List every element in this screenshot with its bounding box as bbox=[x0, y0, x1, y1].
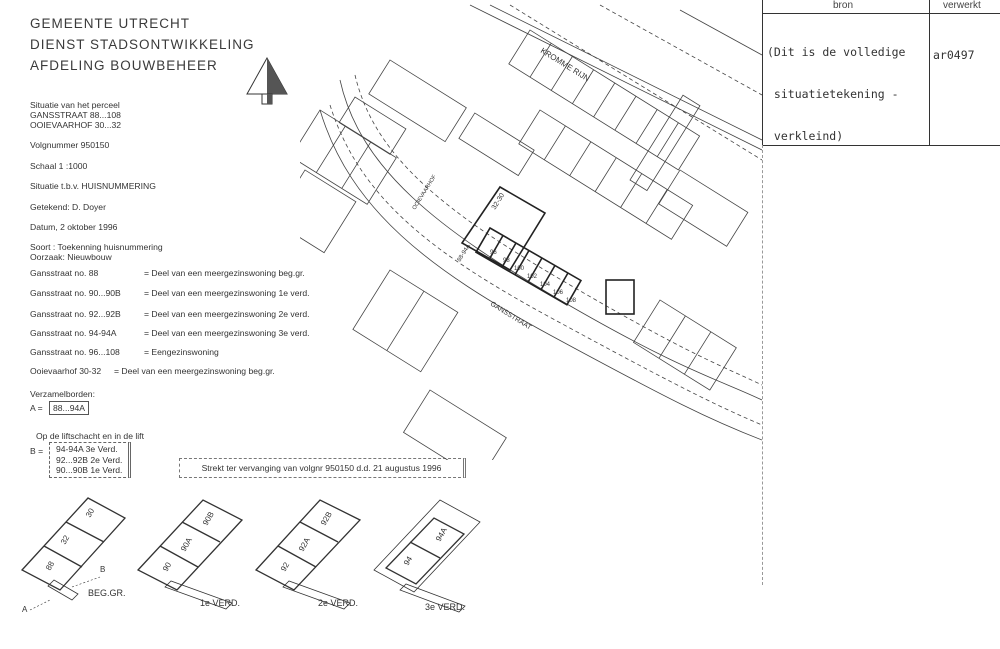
floorplan-3e-verd: 94 94A 3e VERD. bbox=[373, 499, 481, 613]
river-kromme-rijn bbox=[469, 4, 762, 161]
unit-label: 88 bbox=[44, 559, 57, 572]
floorplan-2e-verd: 92 92A 92B 2e VERD. bbox=[254, 499, 362, 610]
block-label-32-30: 32-30 bbox=[491, 192, 506, 211]
unit-label: 94A bbox=[434, 526, 449, 543]
house-number: 102 bbox=[527, 274, 538, 280]
bord-b-label: B = bbox=[30, 446, 44, 456]
house-number: 106 bbox=[553, 290, 564, 296]
situatie-tbv: Situatie t.b.v. HUISNUMMERING bbox=[30, 181, 156, 191]
legend-row: Gansstraat no. 88 = Deel van een meergezi… bbox=[30, 268, 305, 278]
unit-label: 32 bbox=[59, 533, 72, 546]
oorzaak: Oorzaak: Nieuwbouw bbox=[30, 252, 112, 262]
datum: Datum, 2 oktober 1996 bbox=[30, 222, 118, 232]
legend-desc: = Deel van een meergezinswoning beg.gr. bbox=[144, 268, 305, 278]
house-number: 108 bbox=[566, 298, 577, 304]
bord-a-label: A = bbox=[30, 403, 43, 413]
legend-address: Gansstraat no. 88 bbox=[30, 268, 99, 278]
unit-label: 92A bbox=[297, 536, 312, 553]
department: DIENST STADSONTWIKKELING bbox=[30, 37, 255, 52]
verzamelborden-title: Verzamelborden: bbox=[30, 389, 95, 399]
street-label-gansstraat: GANSSTRAAT bbox=[489, 301, 533, 332]
bron-table: bron verwerkt (Dit is de volledige situa… bbox=[762, 0, 1000, 146]
legend-desc: = Deel van een meergezinswoning 2e verd. bbox=[144, 309, 310, 319]
volgnummer: Volgnummer 950150 bbox=[30, 140, 110, 150]
floorplan-caption: BEG.GR. bbox=[88, 588, 126, 598]
legend-desc: = Deel van een meergezinswoning 3e verd. bbox=[144, 328, 310, 338]
floorplan-caption: 1e VERD. bbox=[200, 598, 240, 608]
legend-desc: = Deel van een meergezinswoning beg.gr. bbox=[114, 366, 275, 376]
house-number: 104 bbox=[540, 282, 551, 288]
bord-b-line: 90...90B 1e Verd. bbox=[56, 465, 123, 475]
street-label-ooievaarhof: OOIEVAARHOF bbox=[412, 173, 439, 211]
bron-header: bron bbox=[833, 0, 854, 11]
margin-line bbox=[762, 145, 763, 585]
unit-label: 90B bbox=[201, 510, 216, 527]
address-2: OOIEVAARHOF 30...32 bbox=[30, 120, 122, 130]
unit-label: 90A bbox=[179, 536, 194, 553]
legend-row: Gansstraat no. 90...90B = Deel van een me… bbox=[30, 288, 310, 298]
legend-address: Gansstraat no. 94-94A bbox=[30, 328, 117, 338]
legend-address: Ooievaarhof 30-32 bbox=[30, 366, 102, 376]
floorplan-1e-verd: 90 90A 90B 1e VERD. bbox=[136, 499, 244, 610]
verwerkt-header: verwerkt bbox=[943, 0, 981, 11]
soort: Soort : Toekenning huisnummering bbox=[30, 242, 163, 252]
bron-text: (Dit is de volledige situatietekening - … bbox=[767, 17, 905, 171]
lift-title: Op de liftschacht en in de lift bbox=[36, 431, 144, 441]
division: AFDELING BOUWBEHEER bbox=[30, 58, 218, 73]
legend-row: Gansstraat no. 92...92B = Deel van een me… bbox=[30, 309, 310, 319]
bord-b-line: 94-94A 3e Verd. bbox=[56, 444, 118, 454]
floorplan-caption: 2e VERD. bbox=[318, 598, 358, 608]
house-numbers: 96 98 100 102 104 106 108 bbox=[490, 250, 577, 304]
unit-label: 92 bbox=[279, 560, 292, 573]
block-label-88-94a: 88-94A bbox=[457, 243, 472, 263]
legend-address: Gansstraat no. 90...90B bbox=[30, 288, 121, 298]
bron-line: verkleind) bbox=[767, 129, 844, 143]
legend-address: Gansstraat no. 92...92B bbox=[30, 309, 121, 319]
building-blocks bbox=[300, 29, 749, 460]
situatie-label: Situatie van het perceel bbox=[30, 100, 120, 110]
legend-desc: = Deel van een meergezinswoning 1e verd. bbox=[144, 288, 310, 298]
house-number: 100 bbox=[514, 266, 525, 272]
marker-a: A bbox=[22, 605, 28, 614]
bord-b-box: 94-94A 3e Verd. 92...92B 2e Verd. 90...9… bbox=[49, 442, 132, 478]
legend-row: Gansstraat no. 94-94A = Deel van een meer… bbox=[30, 328, 310, 338]
legend-row: Ooievaarhof 30-32 = Deel van een meergezi… bbox=[30, 366, 275, 376]
floorplan-caption: 3e VERD. bbox=[425, 602, 465, 612]
address-1: GANSSTRAAT 88...108 bbox=[30, 110, 121, 120]
subject-parcel bbox=[460, 185, 635, 315]
bron-line: situatietekening - bbox=[767, 87, 899, 101]
legend-desc: = Eengezinswoning bbox=[144, 347, 219, 357]
bord-a-value: 88...94A bbox=[49, 401, 90, 415]
house-number: 98 bbox=[503, 258, 510, 264]
floorplans: 88 32 30 A B BEG.GR. 90 90A 90B 1e VERD.… bbox=[20, 497, 481, 614]
legend-row: Gansstraat no. 96...108 = Eengezinswoning bbox=[30, 347, 219, 357]
schaal: Schaal 1 :1000 bbox=[30, 161, 88, 171]
bord-b-line: 92...92B 2e Verd. bbox=[56, 454, 123, 465]
verwerkt-value: ar0497 bbox=[933, 48, 975, 62]
marker-b: B bbox=[100, 565, 105, 574]
bron-line: (Dit is de volledige bbox=[767, 45, 906, 59]
unit-label: 30 bbox=[84, 506, 97, 519]
strekt-note: Strekt ter vervanging van volgnr 950150 … bbox=[179, 458, 466, 478]
unit-label: 92B bbox=[319, 510, 334, 527]
org-name: GEMEENTE UTRECHT bbox=[30, 16, 191, 31]
legend-address: Gansstraat no. 96...108 bbox=[30, 347, 120, 357]
house-number: 96 bbox=[490, 250, 497, 256]
getekend: Getekend: D. Doyer bbox=[30, 202, 106, 212]
floorplan-beg-gr: 88 32 30 A B BEG.GR. bbox=[20, 497, 127, 614]
north-arrow-icon bbox=[246, 56, 288, 105]
unit-label: 94 bbox=[402, 554, 415, 567]
unit-label: 90 bbox=[161, 560, 174, 573]
situation-map: KROMME RIJN GANSSTRAAT OOIEVAARHOF 32-30… bbox=[300, 4, 762, 460]
